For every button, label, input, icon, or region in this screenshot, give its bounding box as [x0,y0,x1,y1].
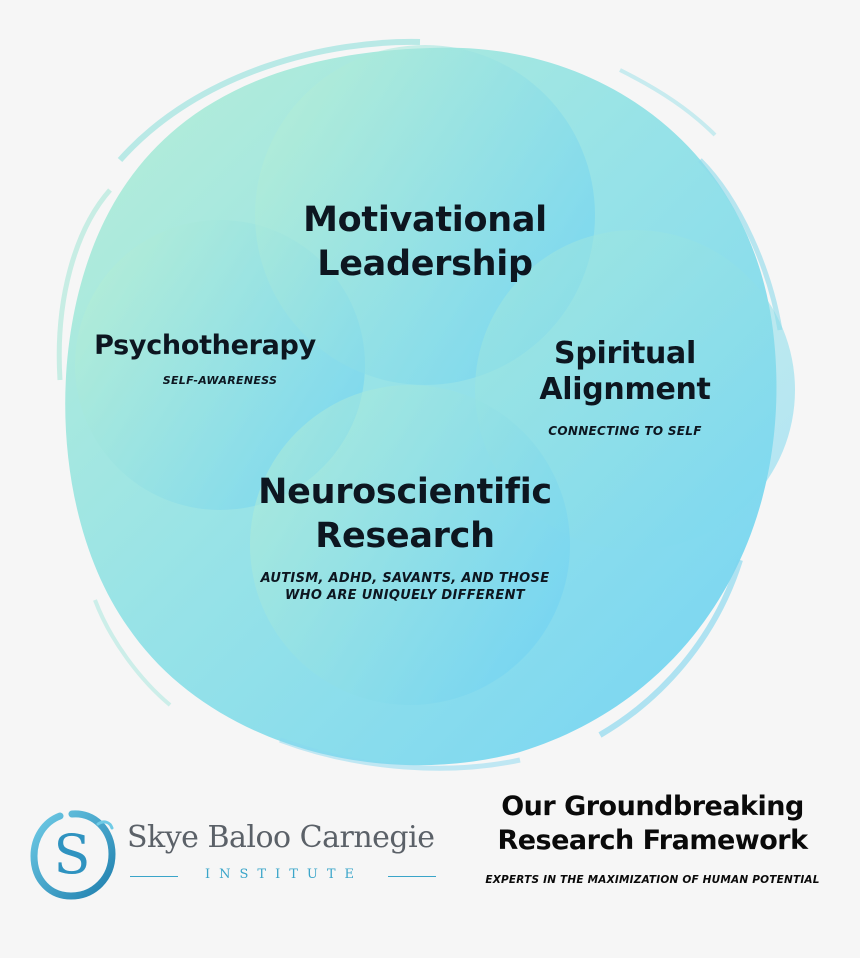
brand-subtitle: INSTITUTE [204,867,363,882]
framework-tagline: EXPERTS IN THE MAXIMIZATION OF HUMAN POT… [485,874,820,886]
circle-neuroscientific [250,385,570,705]
circle-spiritual [475,230,795,550]
institute-logo-icon: S [30,810,116,900]
framework-title-line: Our Groundbreaking [501,791,804,822]
node-title-line: Psychotherapy [94,330,316,361]
node-title-motivational-leadership: Motivational Leadership [255,198,595,286]
node-subtitle-psychotherapy: SELF-AWARENESS [162,374,278,387]
node-title-line: Leadership [317,244,533,284]
node-title-line: Neuroscientific [258,472,552,512]
node-title-line: Research [315,516,495,556]
node-title-psychotherapy: Psychotherapy [75,328,335,364]
framework-title: Our Groundbreaking Research Framework [460,790,845,858]
node-subtitle-line: WHO ARE UNIQUELY DIFFERENT [285,588,525,603]
brand-divider-right [388,876,436,877]
framework-title-line: Research Framework [497,825,808,856]
node-subtitle-line: AUTISM, ADHD, SAVANTS, AND THOSE [260,571,550,586]
node-title-neuroscientific-research: Neuroscientific Research [235,470,575,558]
logo-letter: S [54,823,91,886]
node-title-line: Spiritual [554,336,696,371]
brand-name: Skye Baloo Carnegie [127,820,435,855]
node-title-line: Alignment [539,372,711,407]
framework-diagram [56,38,795,771]
node-subtitle-spiritual-alignment: CONNECTING TO SELF [548,424,702,438]
brand-divider-left [130,876,178,877]
node-subtitle-neuroscientific-research: AUTISM, ADHD, SAVANTS, AND THOSE WHO ARE… [215,570,595,604]
node-title-line: Motivational [303,200,547,240]
node-title-spiritual-alignment: Spiritual Alignment [480,336,770,408]
